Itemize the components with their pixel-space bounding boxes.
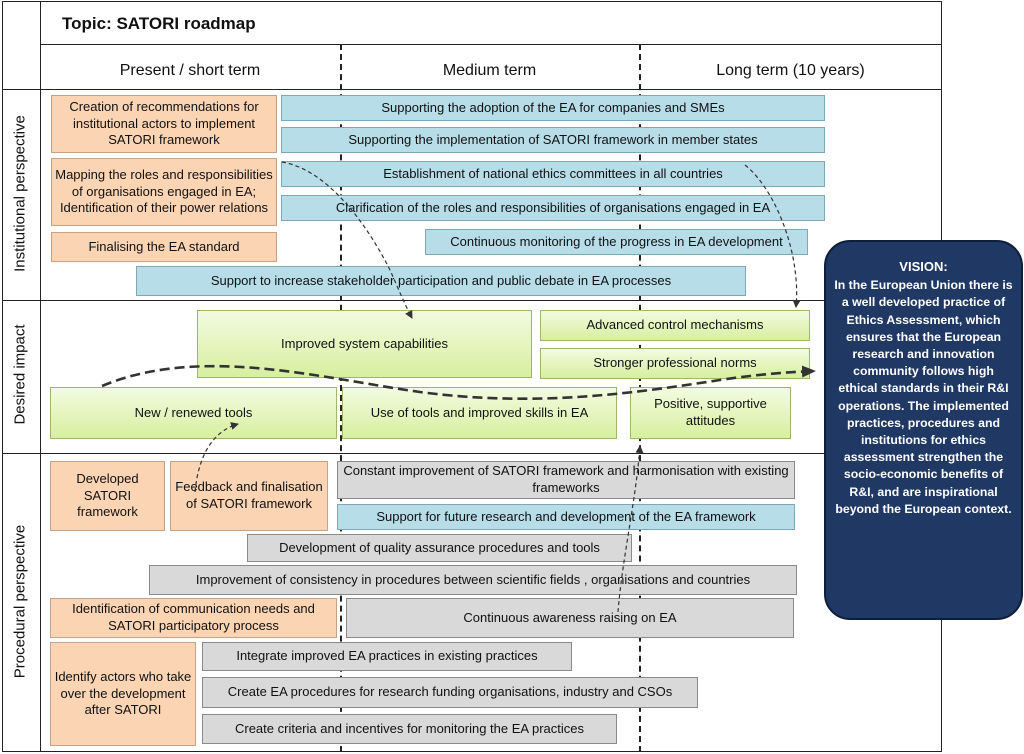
- vision-panel: VISION: In the European Union there is a…: [824, 240, 1023, 620]
- box-identify-actors: Identify actors who take over the develo…: [50, 642, 196, 746]
- box-constant-improvement: Constant improvement of SATORI framework…: [337, 461, 795, 499]
- column-header-present: Present / short term: [119, 62, 261, 79]
- column-header-medium: Medium term: [442, 62, 537, 79]
- row-label-impact: Desired impact: [11, 324, 29, 425]
- topic-divider: [40, 44, 942, 45]
- box-mapping-roles: Mapping the roles and responsibilities o…: [51, 158, 277, 226]
- vision-text: In the European Union there is a well de…: [834, 278, 1013, 516]
- column-header-long: Long term (10 years): [716, 62, 865, 79]
- box-control-mechanisms: Advanced control mechanisms: [540, 310, 810, 341]
- page-title: Topic: SATORI roadmap: [62, 14, 256, 33]
- box-consistency: Improvement of consistency in procedures…: [149, 565, 797, 595]
- box-ethics-committees: Establishment of national ethics committ…: [281, 161, 825, 187]
- box-improved-skills: Use of tools and improved skills in EA: [342, 387, 617, 439]
- box-system-capabilities: Improved system capabilities: [197, 310, 532, 378]
- vision-title: VISION:: [899, 259, 948, 274]
- row-label-divider: [40, 1, 41, 752]
- box-recommendations: Creation of recommendations for institut…: [51, 95, 277, 153]
- box-criteria-incentives: Create criteria and incentives for monit…: [202, 714, 617, 744]
- box-supportive-attitudes: Positive, supportive attitudes: [630, 387, 791, 439]
- box-monitoring: Continuous monitoring of the progress in…: [425, 229, 808, 255]
- box-quality-assurance: Development of quality assurance procedu…: [247, 534, 632, 562]
- row-label-procedural: Procedural perspective: [11, 524, 29, 679]
- box-clarification: Clarification of the roles and responsib…: [281, 195, 825, 221]
- row-label-institutional: Institutional perspective: [11, 115, 29, 272]
- header-divider: [2, 89, 942, 90]
- box-awareness-raising: Continuous awareness raising on EA: [346, 598, 794, 638]
- box-implementation: Supporting the implementation of SATORI …: [281, 127, 825, 153]
- institutional-divider: [2, 300, 942, 301]
- box-developed-framework: Developed SATORI framework: [50, 461, 165, 531]
- box-communication-needs: Identification of communication needs an…: [50, 598, 337, 638]
- impact-divider: [2, 453, 942, 454]
- box-ea-procedures: Create EA procedures for research fundin…: [202, 677, 698, 708]
- box-stakeholder-participation: Support to increase stakeholder particip…: [136, 266, 746, 296]
- box-future-research: Support for future research and developm…: [337, 504, 795, 530]
- box-ea-standard: Finalising the EA standard: [51, 232, 277, 262]
- box-new-tools: New / renewed tools: [50, 387, 337, 439]
- box-adoption: Supporting the adoption of the EA for co…: [281, 95, 825, 121]
- box-integrate-practices: Integrate improved EA practices in exist…: [202, 642, 572, 671]
- box-professional-norms: Stronger professional norms: [540, 348, 810, 379]
- box-feedback-finalisation: Feedback and finalisation of SATORI fram…: [170, 461, 328, 531]
